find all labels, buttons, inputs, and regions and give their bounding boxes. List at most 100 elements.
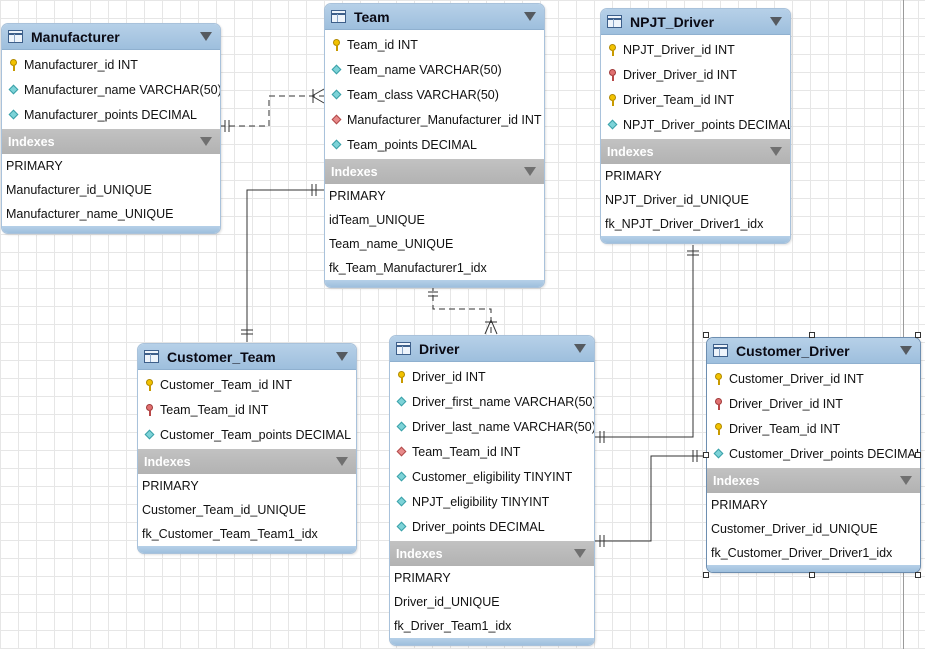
resize-handle[interactable] [703,332,709,338]
column-row[interactable]: Driver_points DECIMAL [390,514,594,539]
index-row[interactable]: PRIMARY [605,169,662,183]
table-title: Customer_Driver [736,342,850,359]
table-header[interactable]: Customer_Driver [707,338,920,364]
resize-handle[interactable] [809,332,815,338]
column-row[interactable]: Team_points DECIMAL [325,132,544,157]
collapse-triangle-icon[interactable] [574,549,586,558]
column-row[interactable]: NPJT_eligibility TINYINT [390,489,594,514]
table-customer-driver[interactable]: Customer_Driver Customer_Driver_id INT D… [706,337,921,573]
index-row[interactable]: fk_Customer_Driver_Driver1_idx [711,546,893,560]
index-row[interactable]: fk_Customer_Team_Team1_idx [142,527,318,541]
resize-handle[interactable] [703,572,709,578]
index-row[interactable]: idTeam_UNIQUE [329,213,425,227]
resize-handle[interactable] [915,332,921,338]
column-row[interactable]: Customer_Driver_id INT [707,366,920,391]
collapse-triangle-icon[interactable] [900,476,912,485]
table-customer-team[interactable]: Customer_Team Customer_Team_id INT Team_… [137,343,357,554]
column-row[interactable]: Manufacturer_id INT [2,52,220,77]
column-label: Manufacturer_Manufacturer_id INT [347,112,542,127]
index-row[interactable]: fk_Team_Manufacturer1_idx [329,261,487,275]
column-row[interactable]: Driver_id INT [390,364,594,389]
index-row[interactable]: Customer_Team_id_UNIQUE [142,503,306,517]
column-row[interactable]: Driver_Driver_id INT [707,391,920,416]
column-label: Driver_Driver_id INT [623,67,737,82]
column-row[interactable]: Customer_Team_points DECIMAL [138,422,356,447]
table-manufacturer[interactable]: Manufacturer Manufacturer_id INT Manufac… [1,23,221,234]
column-row[interactable]: Team_class VARCHAR(50) [325,82,544,107]
column-row[interactable]: Driver_last_name VARCHAR(50) [390,414,594,439]
column-row[interactable]: Driver_Driver_id INT [601,62,790,87]
index-row[interactable]: Driver_id_UNIQUE [394,595,500,609]
indexes-header[interactable]: Indexes [707,468,920,493]
index-row[interactable]: Team_name_UNIQUE [329,237,454,251]
collapse-triangle-icon[interactable] [200,32,212,41]
column-label: Customer_eligibility TINYINT [412,469,573,484]
column-row[interactable]: Team_id INT [325,32,544,57]
column-label: Manufacturer_name VARCHAR(50) [24,82,221,97]
table-header[interactable]: Team [325,4,544,30]
table-header[interactable]: Manufacturer [2,24,220,50]
table-driver[interactable]: Driver Driver_id INT Driver_first_name V… [389,335,595,646]
table-icon [331,10,346,23]
index-row[interactable]: fk_NPJT_Driver_Driver1_idx [605,217,764,231]
indexes-header[interactable]: Indexes [390,541,594,566]
column-row[interactable]: Manufacturer_Manufacturer_id INT [325,107,544,132]
column-row[interactable]: Customer_Driver_points DECIMAL [707,441,920,466]
index-row[interactable]: fk_Driver_Team1_idx [394,619,512,633]
table-npjt-driver[interactable]: NPJT_Driver NPJT_Driver_id INT Driver_Dr… [600,8,791,244]
resize-handle[interactable] [809,572,815,578]
column-row[interactable]: Manufacturer_points DECIMAL [2,102,220,127]
table-header[interactable]: Customer_Team [138,344,356,370]
index-row[interactable]: PRIMARY [394,571,451,585]
table-header[interactable]: NPJT_Driver [601,9,790,35]
primary-key-icon [331,38,343,51]
rel-driver-customer-driver-cd-end [692,450,698,462]
index-row[interactable]: PRIMARY [711,498,768,512]
collapse-triangle-icon[interactable] [770,17,782,26]
rel-driver-npjt-driver [594,245,694,438]
collapse-triangle-icon[interactable] [770,147,782,156]
indexes-label: Indexes [607,144,654,159]
column-row[interactable]: Team_Team_id INT [390,439,594,464]
indexes-header[interactable]: Indexes [325,159,544,184]
resize-handle[interactable] [915,452,921,458]
indexes-header[interactable]: Indexes [138,449,356,474]
column-row[interactable]: Team_name VARCHAR(50) [325,57,544,82]
index-row[interactable]: PRIMARY [6,159,63,173]
collapse-triangle-icon[interactable] [900,346,912,355]
column-row[interactable]: NPJT_Driver_id INT [601,37,790,62]
column-row[interactable]: Team_Team_id INT [138,397,356,422]
indexes-header[interactable]: Indexes [2,129,220,154]
resize-handle[interactable] [915,572,921,578]
column-row[interactable]: Customer_eligibility TINYINT [390,464,594,489]
index-row[interactable]: Manufacturer_id_UNIQUE [6,183,152,197]
rel-team-customer-team-child-end [241,329,253,335]
collapse-triangle-icon[interactable] [200,137,212,146]
collapse-triangle-icon[interactable] [524,12,536,21]
table-icon [713,344,728,357]
collapse-triangle-icon[interactable] [336,457,348,466]
table-footer [707,565,920,572]
collapse-triangle-icon[interactable] [574,344,586,353]
primary-key-icon [607,93,619,106]
table-team[interactable]: Team Team_id INT Team_name VARCHAR(50) T… [324,3,545,288]
column-row[interactable]: Driver_Team_id INT [601,87,790,112]
column-row[interactable]: Driver_Team_id INT [707,416,920,441]
collapse-triangle-icon[interactable] [336,352,348,361]
column-row[interactable]: NPJT_Driver_points DECIMAL [601,112,790,137]
resize-handle[interactable] [703,452,709,458]
column-row[interactable]: Customer_Team_id INT [138,372,356,397]
index-row[interactable]: PRIMARY [329,189,386,203]
indexes-header[interactable]: Indexes [601,139,790,164]
column-row[interactable]: Manufacturer_name VARCHAR(50) [2,77,220,102]
index-row[interactable]: Manufacturer_name_UNIQUE [6,207,174,221]
column-row[interactable]: Driver_first_name VARCHAR(50) [390,389,594,414]
table-header[interactable]: Driver [390,336,594,362]
indexes-label: Indexes [8,134,55,149]
diamond-icon [396,471,408,483]
collapse-triangle-icon[interactable] [524,167,536,176]
index-row[interactable]: NPJT_Driver_id_UNIQUE [605,193,749,207]
index-row[interactable]: PRIMARY [142,479,199,493]
index-row[interactable]: Customer_Driver_id_UNIQUE [711,522,878,536]
